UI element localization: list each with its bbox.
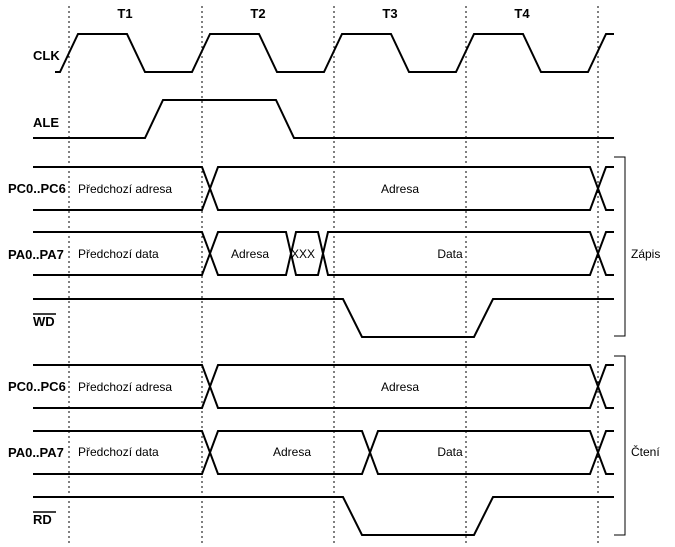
signal-label-rd: RD xyxy=(33,512,52,527)
write-pa-data-label: Data xyxy=(437,247,463,261)
read-pc-addr-label: Adresa xyxy=(381,380,419,394)
signal-label-write-pa: PA0..PA7 xyxy=(8,247,64,262)
phase-label-t4: T4 xyxy=(514,6,530,21)
signal-label-write-pc: PC0..PC6 xyxy=(8,181,66,196)
read-pa-bus xyxy=(33,430,614,475)
signal-label-wd: WD xyxy=(33,314,55,329)
ale-waveform xyxy=(33,99,614,139)
read-pa-prev-label: Předchozí data xyxy=(78,445,159,459)
signal-label-clk: CLK xyxy=(33,48,60,63)
read-pa-addr-label: Adresa xyxy=(273,445,311,459)
phase-label-t3: T3 xyxy=(382,6,397,21)
clk-waveform xyxy=(55,33,614,73)
write-pa-xxx-label: XXX xyxy=(291,247,315,261)
read-section-label: Čtení xyxy=(631,444,660,459)
write-section-label: Zápis xyxy=(631,247,660,261)
rd-waveform xyxy=(33,496,614,536)
signal-label-read-pc: PC0..PC6 xyxy=(8,379,66,394)
read-section-brace xyxy=(614,355,626,536)
read-pa-data-label: Data xyxy=(437,445,463,459)
write-pc-prev-label: Předchozí adresa xyxy=(78,182,172,196)
signal-label-read-pa: PA0..PA7 xyxy=(8,445,64,460)
write-section-brace xyxy=(614,156,626,337)
write-pa-prev-label: Předchozí data xyxy=(78,247,159,261)
write-pa-addr-label: Adresa xyxy=(231,247,269,261)
phase-label-t1: T1 xyxy=(117,6,132,21)
signal-label-ale: ALE xyxy=(33,115,59,130)
read-pc-bus xyxy=(33,364,614,409)
write-pc-bus xyxy=(33,166,614,211)
phase-label-t2: T2 xyxy=(250,6,265,21)
wd-waveform xyxy=(33,298,614,338)
read-pc-prev-label: Předchozí adresa xyxy=(78,380,172,394)
write-pc-addr-label: Adresa xyxy=(381,182,419,196)
write-pa-bus xyxy=(33,231,614,276)
